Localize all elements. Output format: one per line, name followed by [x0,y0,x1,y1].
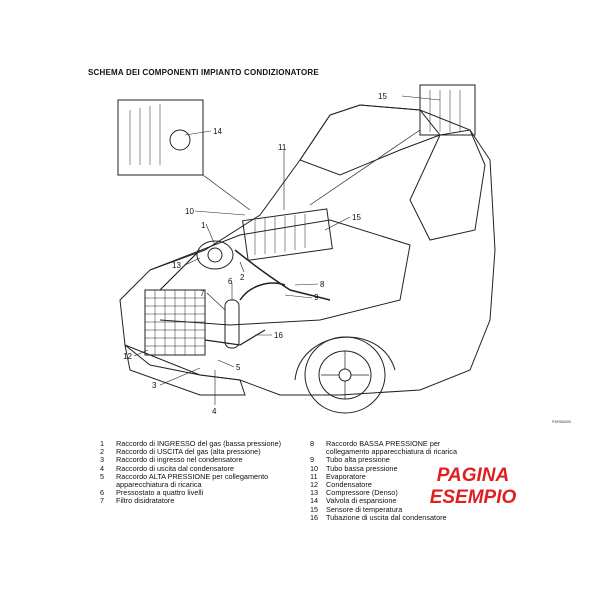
callout-15: 15 [378,92,387,101]
legend-item: 7 Filtro disidratatore [100,497,296,505]
legend-number: 3 [100,455,105,465]
callout-5: 5 [236,363,241,372]
inset-temperature-sensor [419,84,476,136]
legend-item: 6 Pressostato a quattro livelli [100,489,296,497]
condenser-outlet-pipe [204,329,266,346]
legend-item: 10 Tubo bassa pressione [310,463,480,473]
callout-4: 4 [212,407,217,416]
watermark-line-1: PAGINA [436,465,510,486]
legend-number: 8 [310,439,315,448]
callout-1: 1 [201,221,206,230]
legend-item: 14 Valvola di espansione [310,497,480,505]
legend-text: Tubo alta pressione [326,455,390,465]
inset-expansion-valve [117,99,204,176]
legend-item: 5 Raccordo ALTA PRESSIONE per collegament… [100,471,296,490]
front-wheel [304,336,386,414]
callout-16: 16 [274,331,283,340]
callout-3: 3 [152,381,157,390]
legend-number: 15 [310,504,319,514]
legend-number: 10 [310,463,319,473]
callout-10: 10 [185,207,194,216]
callout-12: 12 [123,352,132,361]
legend-number: 13 [310,488,319,498]
callout-9: 9 [314,293,319,302]
legend-text: Pressostato a quattro livelli [116,488,204,498]
legend-right: 8 Raccordo BASSA PRESSIONE per collegamen… [310,439,480,522]
legend-item: 16 Tubazione di uscita dal condensatore [310,512,480,522]
watermark-line-2: ESEMPIO [429,487,517,508]
legend-number: 5 [100,471,105,481]
legend-text: Evaporatore [326,471,366,481]
wheel-arch [294,336,396,381]
sample-page-watermark: PAGINA ESEMPIO [418,465,528,509]
legend-number: 6 [100,488,105,498]
legend-text: Raccordo di USCITA del gas (alta pressio… [116,447,261,457]
callout-8: 8 [320,280,325,289]
evaporator-box [242,208,333,261]
callout-6: 6 [228,277,233,286]
legend-item: 15 Sensore di temperatura [310,504,480,514]
legend-text: Raccordo BASSA PRESSIONE per collegament… [326,439,458,457]
legend-item: 2 Raccordo di USCITA del gas (alta pressi… [100,447,296,457]
callout-7: 7 [200,289,205,298]
side-window-outline [409,129,486,241]
front-bumper [124,344,246,396]
legend-text: Raccordo di INGRESSO del gas (bassa pres… [116,439,282,448]
compressor [196,240,234,270]
legend-text: Condensatore [326,480,372,490]
legend-text: Filtro disidratatore [116,496,175,506]
legend-number: 7 [100,496,105,506]
legend-number: 9 [310,455,315,465]
filter-drier [224,299,240,349]
legend-number: 11 [310,471,318,481]
legend-text: Compressore (Denso) [326,488,398,498]
legend-text: Raccordo di ingresso nel condensatore [116,455,243,465]
legend-item: 3 Raccordo di ingresso nel condensatore [100,456,296,464]
low-pressure-pipe [234,249,331,301]
high-pressure-pipe [239,282,286,301]
legend-item: 13 Compressore (Denso) [310,489,480,497]
legend-item: 4 Raccordo di uscita dal condensatore [100,463,296,473]
legend-number: 12 [310,480,319,490]
legend-text: Sensore di temperatura [326,504,403,514]
callout-15: 15 [352,213,361,222]
legend-text: Tubazione di uscita dal condensatore [326,512,447,522]
legend-number: 16 [310,512,319,522]
legend-item: 11 Evaporatore [310,471,480,481]
legend-item: 9 Tubo alta pressione [310,456,480,464]
legend-text: Raccordo ALTA PRESSIONE per collegamento… [116,471,269,490]
legend-number: 4 [100,463,105,473]
legend-item: 1 Raccordo di INGRESSO del gas (bassa pre… [100,439,296,448]
callout-11: 11 [278,143,287,152]
page-title: SCHEMA DEI COMPONENTI IMPIANTO CONDIZION… [88,68,319,77]
legend-left: 1 Raccordo di INGRESSO del gas (bassa pre… [100,439,296,506]
legend-number: 2 [100,447,105,457]
callout-13: 13 [172,261,181,270]
legend-number: 14 [310,496,319,506]
legend-item: 8 Raccordo BASSA PRESSIONE per collegamen… [310,439,480,457]
hood-line [149,219,411,326]
legend-text: Valvola di espansione [326,496,397,506]
legend-text: Tubo bassa pressione [326,463,398,473]
callout-2: 2 [240,273,245,282]
callout-14: 14 [213,127,222,136]
legend-text: Raccordo di uscita dal condensatore [116,463,235,473]
figure-code: P39SBA000 [552,420,572,424]
legend-number: 1 [100,439,105,448]
legend-item: 12 Condensatore [310,480,480,490]
